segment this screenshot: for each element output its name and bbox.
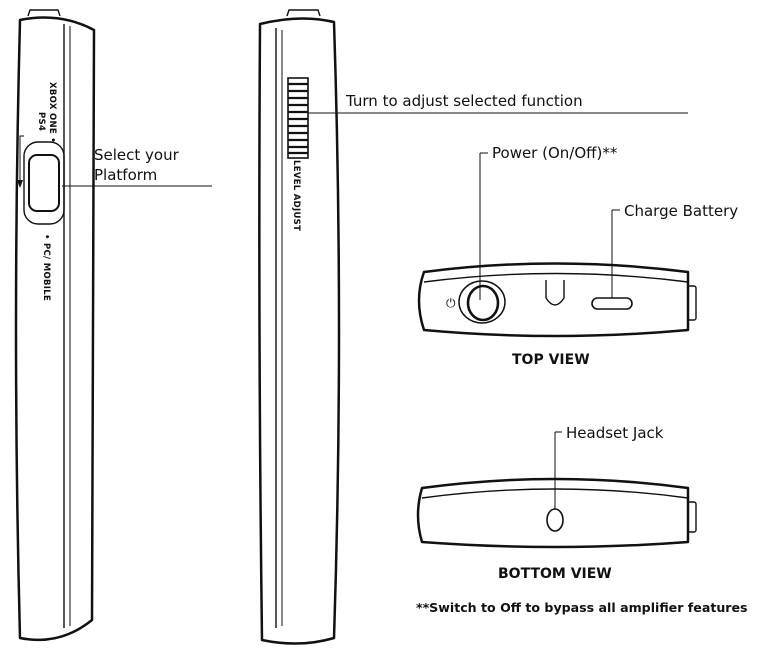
top-view-body — [417, 262, 690, 338]
power-button-knob — [466, 284, 500, 322]
headset-jack — [546, 508, 564, 532]
top-view-title: TOP VIEW — [512, 352, 590, 368]
top-jack-groove — [545, 280, 565, 306]
bottom-view-body — [416, 477, 690, 549]
charge-port — [591, 297, 633, 310]
charge-battery-label: Charge Battery — [624, 202, 738, 220]
top-view: ⏻ — [417, 262, 697, 338]
select-platform-label-line1: Select your — [94, 146, 180, 164]
bottom-view — [416, 477, 697, 549]
left-side-body — [14, 16, 96, 642]
power-label: Power (On/Off)** — [492, 144, 618, 162]
platform-label-xbox: XBOX ONE • — [47, 82, 57, 143]
right-side-view: LEVEL ADJUST — [258, 9, 341, 645]
left-side-view: XBOX ONE • PS4 • PC/ MOBILE — [14, 9, 96, 642]
platform-label-pc-mobile: • PC/ MOBILE — [41, 234, 51, 301]
platform-switch-recess — [23, 141, 65, 225]
bottom-view-title: BOTTOM VIEW — [498, 566, 612, 582]
select-platform-label-line2: Platform — [94, 166, 157, 184]
platform-switch[interactable] — [28, 154, 60, 212]
turn-adjust-label: Turn to adjust selected function — [345, 92, 583, 110]
headset-jack-label: Headset Jack — [566, 424, 664, 442]
level-adjust-wheel-grip — [288, 82, 308, 155]
amplifier-footnote: **Switch to Off to bypass all amplifier … — [416, 600, 748, 615]
level-adjust-label: LEVEL ADJUST — [291, 160, 301, 231]
right-side-body — [258, 17, 341, 645]
platform-label-ps4: PS4 — [36, 112, 46, 131]
power-icon: ⏻ — [446, 296, 456, 310]
